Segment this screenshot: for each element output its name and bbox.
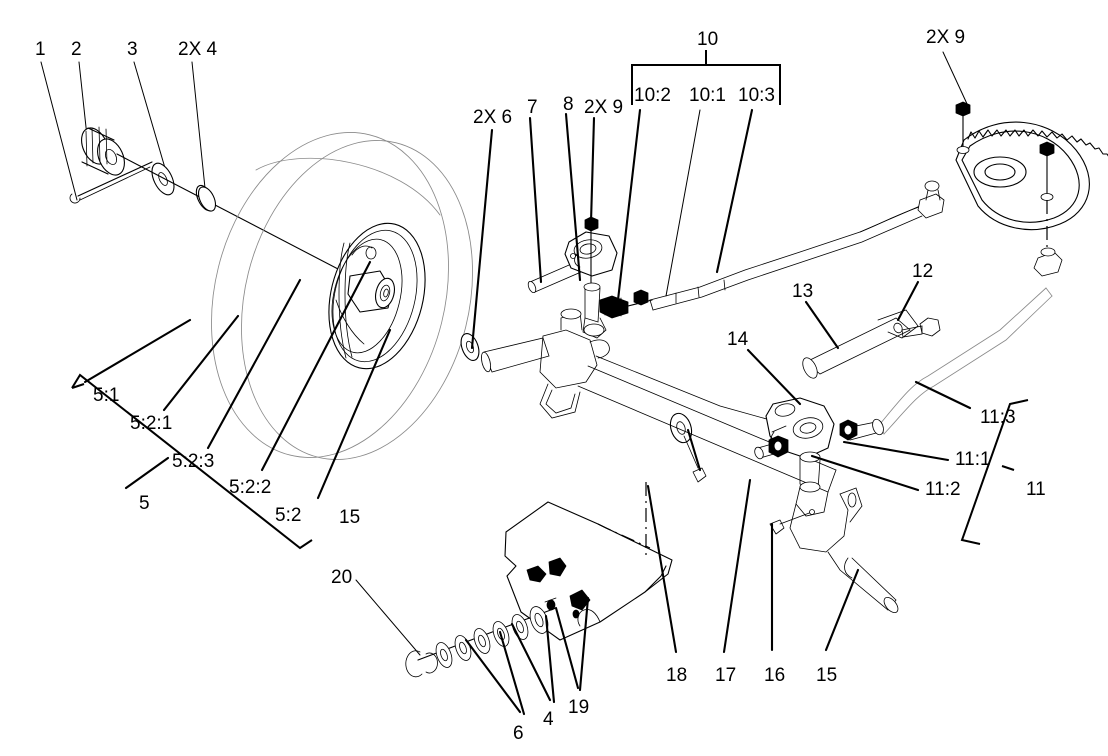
label-2: 2 — [71, 39, 82, 60]
label-19: 19 — [568, 697, 590, 718]
leader-lines-item11 — [810, 380, 1029, 545]
large-washer-part — [151, 162, 175, 196]
label-2x6: 2X 6 — [473, 107, 513, 128]
cotter-pin-part — [69, 161, 153, 204]
label-8: 8 — [563, 94, 574, 115]
spindle-part — [769, 481, 899, 614]
label-15-left: 15 — [339, 507, 361, 528]
label-5-2-1: 5:2:1 — [130, 413, 173, 434]
drag-link-assembly-part — [599, 180, 945, 319]
leader-lines-top-mid — [470, 51, 969, 350]
steering-arm-part — [564, 216, 618, 339]
label-5-2-3: 5:2:3 — [172, 451, 215, 472]
label-10-1: 10:1 — [689, 85, 726, 106]
hub-cap-part — [81, 126, 125, 176]
label-4: 4 — [543, 709, 554, 730]
hex-bolt-part — [901, 317, 941, 338]
leader-lines-bottom — [355, 428, 860, 716]
label-12: 12 — [912, 261, 934, 282]
leader-lines-item5 — [71, 260, 392, 550]
label-1: 1 — [35, 39, 46, 60]
label-17: 17 — [715, 665, 737, 686]
label-13: 13 — [792, 281, 814, 302]
label-5-2: 5:2 — [275, 505, 302, 526]
tie-rod-assembly-part — [839, 287, 1053, 441]
label-10-3: 10:3 — [738, 85, 775, 106]
bracket-10 — [631, 50, 781, 105]
flat-washer-parts — [197, 186, 693, 444]
wheel-and-tire-assembly-part — [211, 132, 473, 460]
label-18: 18 — [666, 665, 688, 686]
label-11-3: 11:3 — [980, 407, 1016, 428]
label-2x4: 2X 4 — [178, 39, 218, 60]
label-5-1: 5:1 — [93, 385, 120, 406]
label-5: 5 — [139, 493, 150, 514]
leader-lines-mid-right — [746, 280, 920, 406]
label-11-1: 11:1 — [955, 449, 991, 470]
label-15-right: 15 — [816, 665, 838, 686]
label-2x9-upper: 2X 9 — [584, 97, 624, 118]
sector-gear-part — [955, 101, 1108, 277]
label-3: 3 — [127, 39, 138, 60]
grease-fitting-left — [683, 435, 707, 483]
axle-beam-part — [481, 308, 837, 493]
shield-plate-part — [504, 482, 673, 641]
label-11-2: 11:2 — [925, 479, 961, 500]
sleeve-bracket-part — [802, 309, 919, 379]
label-5-2-2: 5:2:2 — [229, 477, 272, 498]
label-10: 10 — [697, 29, 719, 50]
label-11: 11 — [1026, 479, 1046, 500]
label-7: 7 — [527, 97, 538, 118]
label-20: 20 — [331, 567, 353, 588]
label-10-2: 10:2 — [634, 85, 671, 106]
label-14: 14 — [727, 329, 749, 350]
label-16: 16 — [764, 665, 786, 686]
label-6: 6 — [513, 723, 524, 744]
label-2x9-sector: 2X 9 — [926, 27, 966, 48]
bellcrank-part — [754, 397, 835, 491]
